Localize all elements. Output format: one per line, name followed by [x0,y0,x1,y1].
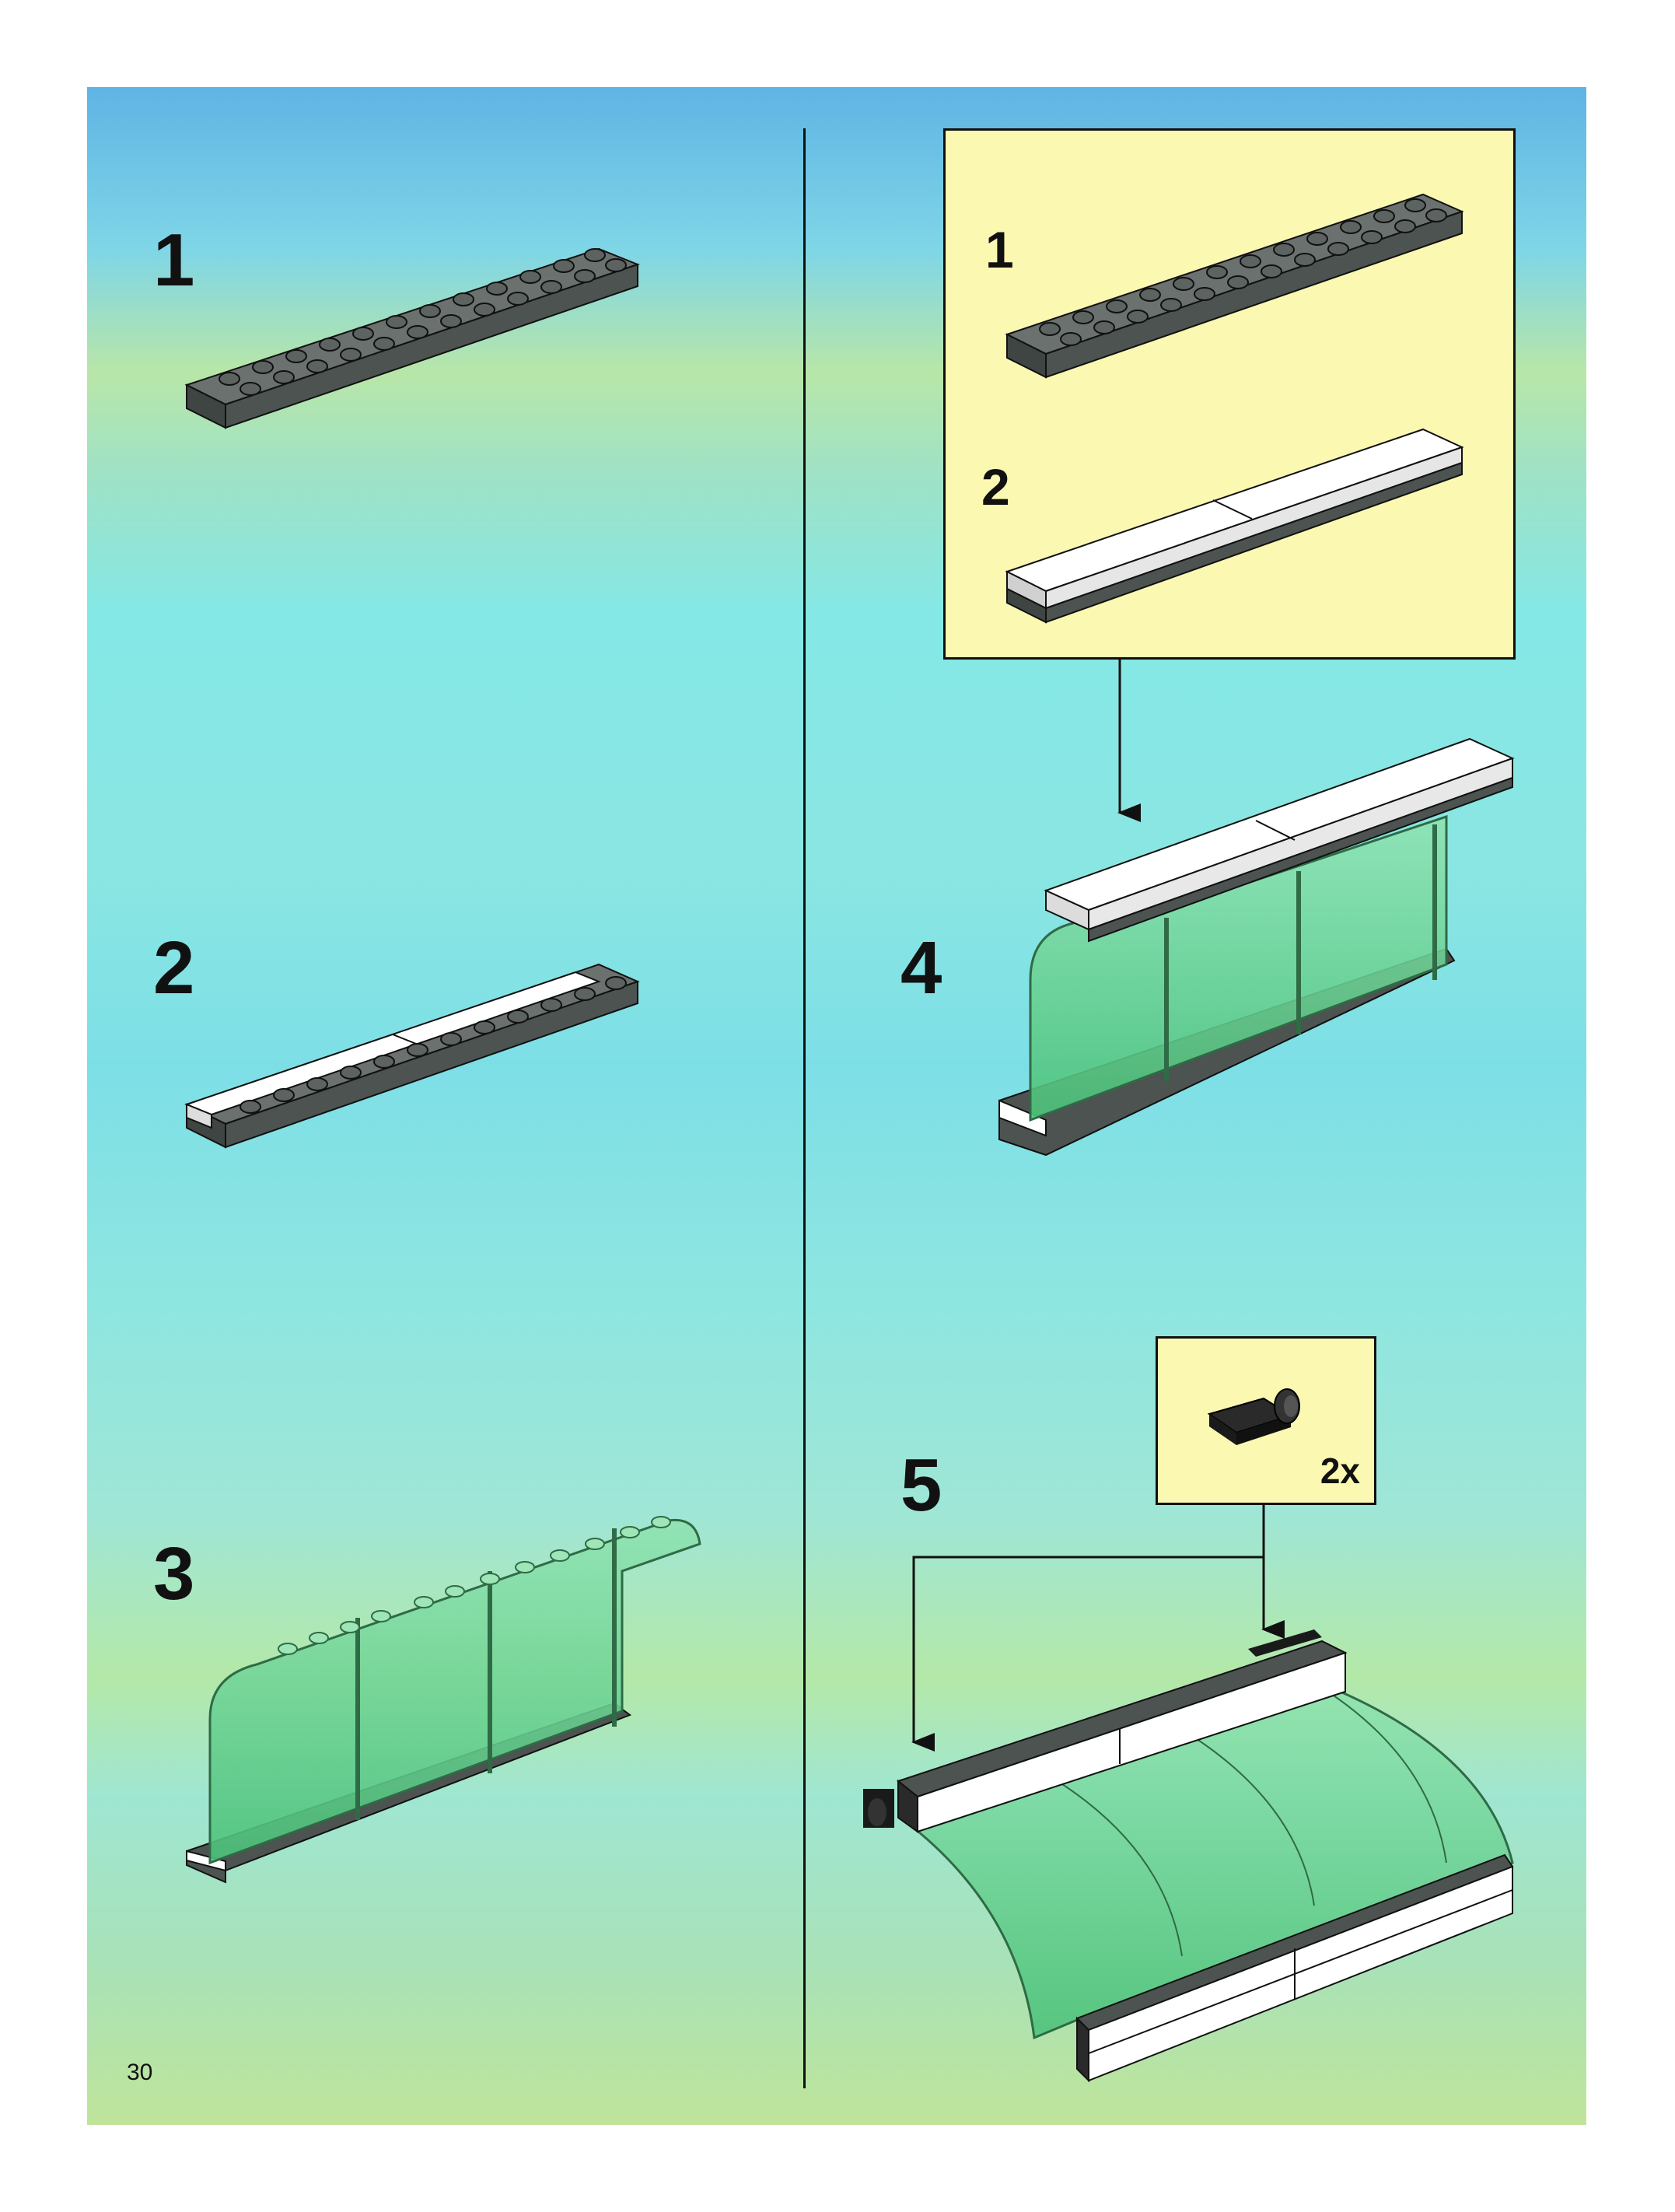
step-5-assembly-icon [863,1629,1512,2081]
trans-green-panel-icon [187,1517,700,1882]
dark-gray-plate-2x12-icon [187,249,638,428]
callout-plate-icon [1007,194,1462,377]
step-4-assembly-icon [999,739,1512,1155]
callout-tile-icon [1007,429,1462,622]
black-hinge-clip-icon [1209,1389,1299,1445]
plate-with-tile-icon [187,964,638,1147]
